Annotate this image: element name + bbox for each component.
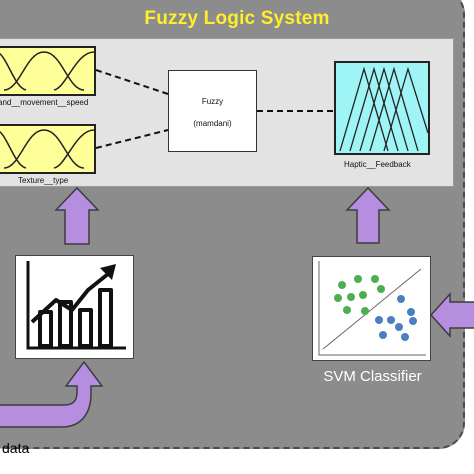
svm-scatter-icon [318,261,426,356]
growth-chart-icon [26,261,126,350]
diagram-title: Fuzzy Logic System [144,8,330,29]
fuzzy-name: Fuzzy [201,97,224,106]
data-label: data [2,440,30,456]
connector-texture-to-fuzzy [95,129,169,149]
input-label-texture: Texture__type [18,176,69,185]
arrow-data-into-chart [0,360,104,428]
membership-functions-icon [0,51,95,91]
membership-functions-icon [0,129,95,169]
chart-icon-box [15,255,134,359]
arrow-up-left [54,186,100,245]
svm-classifier-label: SVM Classifier [323,368,422,385]
fuzzy-inference-box[interactable]: Fuzzy (mamdani) [168,70,257,152]
fuzzy-method: (mamdani) [193,119,232,128]
output-label-haptic: Haptic__Feedback [344,160,411,169]
input-mf-speed[interactable] [0,46,96,96]
output-mf-haptic[interactable] [334,61,430,155]
svm-plot-box [312,256,431,361]
input-label-speed: and__movement__speed [0,98,89,107]
connector-speed-to-fuzzy [95,69,169,95]
output-membership-functions-icon [339,66,429,152]
arrow-up-right [345,186,391,244]
arrow-left-into-svm [429,292,474,338]
input-mf-texture[interactable] [0,124,96,174]
